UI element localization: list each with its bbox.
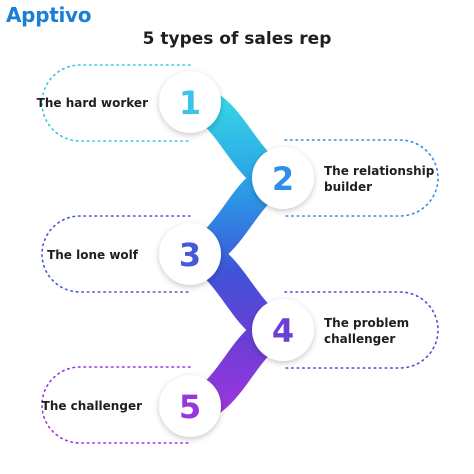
step-4-number: 4	[272, 312, 294, 350]
step-3-number: 3	[179, 236, 201, 274]
step-1-outline	[41, 64, 191, 142]
step-1-number: 1	[179, 84, 201, 122]
step-4-outline	[284, 291, 439, 369]
page-title: 5 types of sales rep	[142, 29, 332, 49]
step-5-badge: 5	[159, 375, 221, 437]
step-2-number: 2	[272, 160, 294, 198]
apptivo-logo: Apptivo	[6, 3, 92, 27]
step-3-outline	[41, 215, 191, 293]
step-1-badge: 1	[159, 71, 221, 133]
step-2-label: The relationship builder	[324, 164, 435, 194]
step-5-label: The challenger	[41, 399, 142, 413]
step-1-label: The hard worker	[36, 96, 148, 110]
step-5-outline	[41, 366, 191, 444]
step-2-outline	[284, 139, 439, 217]
step-4-label: The problem challenger	[324, 316, 410, 346]
step-3-badge: 3	[159, 223, 221, 285]
step-4-badge: 4	[252, 299, 314, 361]
step-2-badge: 2	[252, 147, 314, 209]
step-5-number: 5	[179, 388, 201, 426]
step-3-label: The lone wolf	[47, 248, 138, 262]
